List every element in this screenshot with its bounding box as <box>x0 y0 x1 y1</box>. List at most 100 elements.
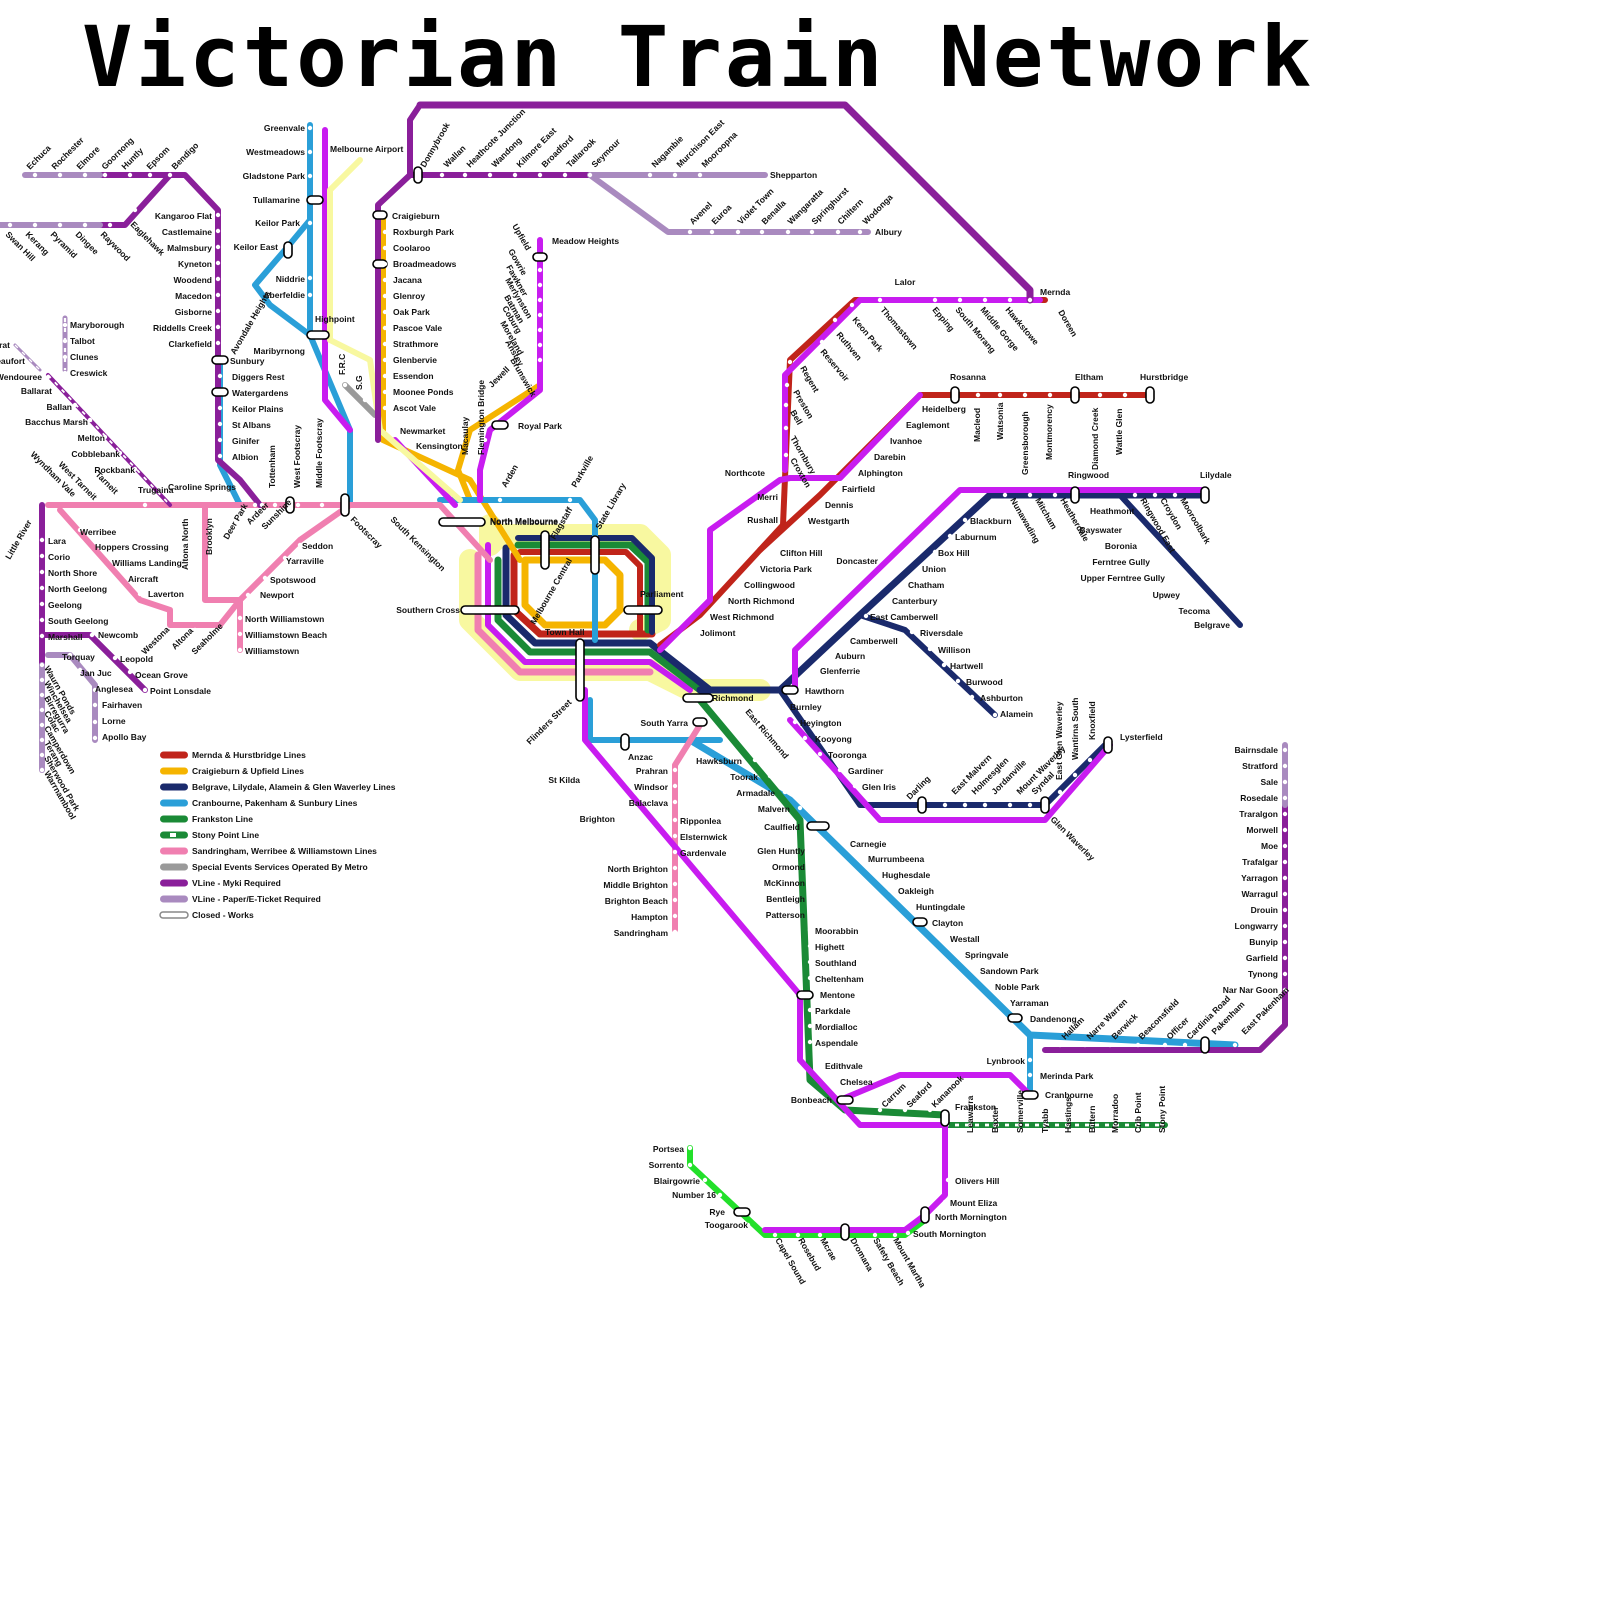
interchange-lysterfield[interactable] <box>1103 736 1113 754</box>
station-dot-drouin[interactable] <box>1282 907 1288 913</box>
station-dot-north-shore[interactable] <box>39 569 45 575</box>
station-dot-spotswood[interactable] <box>262 575 268 581</box>
station-dot-north-brighton[interactable] <box>672 865 678 871</box>
station-dot-westona[interactable] <box>167 637 173 643</box>
interchange-sunshine[interactable] <box>285 496 295 514</box>
station-dot-north-williamstown[interactable] <box>237 615 243 621</box>
station-dot-ruthven[interactable] <box>832 317 838 323</box>
interchange-ringwood[interactable] <box>1070 486 1080 504</box>
station-dot-hampton[interactable] <box>672 913 678 919</box>
station-dot-toogarook[interactable] <box>745 1222 751 1228</box>
interchange-sunbury[interactable] <box>211 355 229 365</box>
station-dot-hoppers-crossing[interactable] <box>97 543 103 549</box>
station-dot-gisborne[interactable] <box>215 308 221 314</box>
station-dot-rochester[interactable] <box>57 172 63 178</box>
station-dot-anstey[interactable] <box>537 357 543 363</box>
station-dot-sunshine[interactable] <box>259 502 265 508</box>
station-dot-williams-landing[interactable] <box>115 559 121 565</box>
interchange-upfield[interactable] <box>532 252 548 262</box>
interchange-keilor-east[interactable] <box>283 241 293 259</box>
station-dot-kerang[interactable] <box>32 222 38 228</box>
station-dot-birregurra[interactable] <box>39 692 45 698</box>
station-dot-south-geelong[interactable] <box>39 617 45 623</box>
station-dot-ringwood-east[interactable] <box>1132 492 1138 498</box>
station-dot-highett[interactable] <box>807 943 813 949</box>
station-dot-mount-martha[interactable] <box>892 1232 898 1238</box>
station-dot-lorne[interactable] <box>92 719 98 725</box>
station-dot-epsom[interactable] <box>147 172 153 178</box>
station-dot-murrumbeena[interactable] <box>857 855 863 861</box>
station-dot-baxter[interactable] <box>992 1122 998 1128</box>
station-dot-kooyong[interactable] <box>802 735 808 741</box>
station-dot-diggers-rest[interactable] <box>217 373 223 379</box>
station-dot-mount-waverley[interactable] <box>1007 802 1013 808</box>
station-dot-glenbervie[interactable] <box>382 357 388 363</box>
station-dot-southland[interactable] <box>807 959 813 965</box>
station-dot-batman[interactable] <box>537 312 543 318</box>
interchange-highpoint[interactable] <box>306 330 330 340</box>
station-dot-carrum[interactable] <box>877 1107 883 1113</box>
station-dot-jan-juc[interactable] <box>77 667 83 673</box>
station-dot-officer[interactable] <box>1162 1042 1168 1048</box>
interchange-tullamarine[interactable] <box>306 195 324 205</box>
station-dot-broadmeadows[interactable] <box>382 261 388 267</box>
station-dot-ginifer[interactable] <box>217 437 223 443</box>
station-dot-kangaroo-flat[interactable] <box>215 212 221 218</box>
station-dot-coburg[interactable] <box>537 327 543 333</box>
station-dot-parkdale[interactable] <box>807 1007 813 1013</box>
station-dot-ocean-grove[interactable] <box>127 669 133 675</box>
station-dot-ivanhoe[interactable] <box>887 437 893 443</box>
station-dot-gowrie[interactable] <box>537 267 543 273</box>
station-dot-rosedale[interactable] <box>1282 795 1288 801</box>
station-dot-blairgowrie[interactable] <box>702 1177 708 1183</box>
station-dot-fairhaven[interactable] <box>92 702 98 708</box>
interchange-north-mornington[interactable] <box>920 1206 930 1224</box>
station-dot-trafalgar[interactable] <box>1282 859 1288 865</box>
station-dot-croxton[interactable] <box>783 452 789 458</box>
station-dot-wendouree[interactable] <box>45 374 51 380</box>
station-dot-ormond[interactable] <box>807 863 813 869</box>
station-dot-macedon[interactable] <box>215 292 221 298</box>
station-dot-bacchus-marsh[interactable] <box>87 417 93 423</box>
station-dot-kilmore-east[interactable] <box>512 172 518 178</box>
station-dot-violet-town[interactable] <box>735 229 741 235</box>
station-dot-tallarook[interactable] <box>562 172 568 178</box>
station-dot-glen-iris[interactable] <box>852 783 858 789</box>
station-dot-waurn-ponds[interactable] <box>39 662 45 668</box>
station-dot-burnley[interactable] <box>777 702 783 708</box>
station-dot-hawkstowe[interactable] <box>1007 297 1013 303</box>
station-dot-oakleigh[interactable] <box>887 887 893 893</box>
station-dot-clarkefield[interactable] <box>215 340 221 346</box>
station-dot-wantirna-south[interactable] <box>1072 772 1078 778</box>
station-dot-castlemaine[interactable] <box>215 228 221 234</box>
station-dot-doncaster[interactable] <box>877 557 883 563</box>
station-dot-union[interactable] <box>917 565 923 571</box>
station-dot-cobblebank[interactable] <box>117 450 123 456</box>
station-dot-sandown-park[interactable] <box>972 967 978 973</box>
station-dot-pascoe-vale[interactable] <box>382 325 388 331</box>
station-dot-brooklyn[interactable] <box>207 517 213 523</box>
station-dot-thomastown[interactable] <box>877 297 883 303</box>
station-dot-torquay[interactable] <box>67 652 73 658</box>
station-dot-greensborough[interactable] <box>1022 392 1028 398</box>
station-dot-merinda-park[interactable] <box>1027 1072 1033 1078</box>
station-dot-middle-gorge[interactable] <box>982 297 988 303</box>
station-dot-middle-footscray[interactable] <box>319 502 325 508</box>
station-dot-cheltenham[interactable] <box>807 975 813 981</box>
station-dot-bittern[interactable] <box>1089 1122 1095 1128</box>
station-dot-portsea[interactable] <box>687 1145 693 1151</box>
station-dot-mckinnon[interactable] <box>807 879 813 885</box>
station-dot-newcomb[interactable] <box>89 632 95 638</box>
interchange-glen-waverley[interactable] <box>1040 796 1050 814</box>
station-dot-narre-warren[interactable] <box>1082 1042 1088 1048</box>
station-dot-thornbury[interactable] <box>783 425 789 431</box>
station-dot-wangaratta[interactable] <box>785 229 791 235</box>
station-dot-mooroopna[interactable] <box>697 172 703 178</box>
station-dot-avenel[interactable] <box>687 229 693 235</box>
station-dot-chelsea[interactable] <box>832 1077 838 1083</box>
interchange-eltham[interactable] <box>1070 386 1080 404</box>
station-dot-arden[interactable] <box>497 497 503 503</box>
station-dot-springhurst[interactable] <box>809 229 815 235</box>
station-dot-clunes[interactable] <box>62 354 68 360</box>
station-dot-altona[interactable] <box>192 627 198 633</box>
